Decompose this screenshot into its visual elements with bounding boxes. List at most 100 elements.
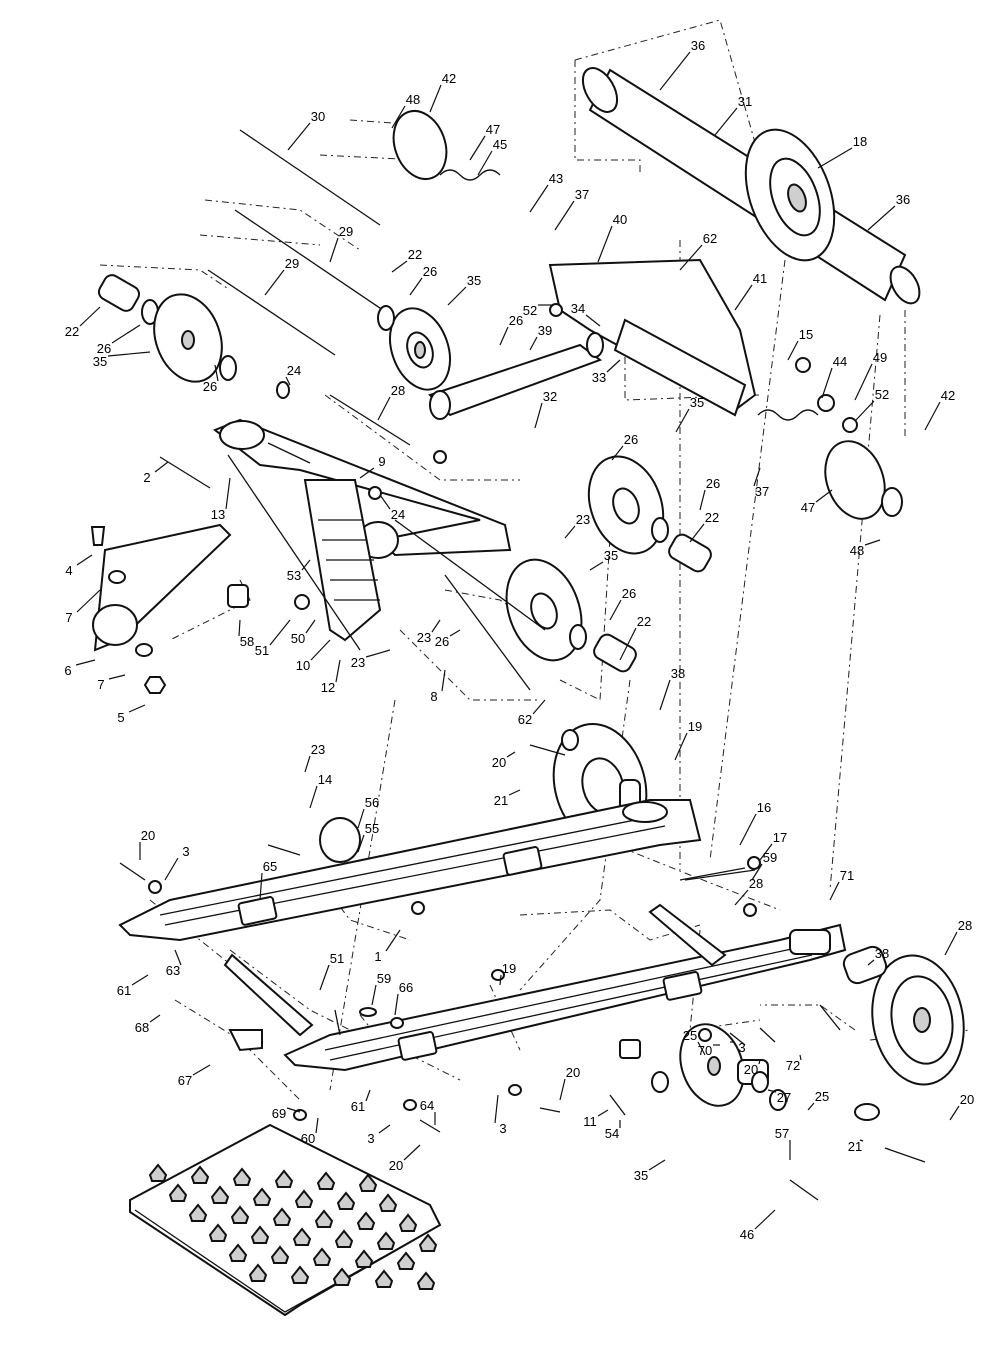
callout-leader: [469, 135, 486, 161]
callout-label: 26: [509, 313, 523, 328]
callout-leader: [534, 402, 543, 429]
callout-leader: [75, 659, 96, 666]
track-clip: [228, 1243, 248, 1262]
callout-leader: [529, 336, 538, 351]
callout-leader: [674, 732, 688, 761]
callout-leader: [174, 949, 182, 966]
callout-leader: [767, 1089, 777, 1093]
callout-label: 48: [406, 92, 420, 107]
track-clip: [358, 1173, 378, 1192]
track-clip: [374, 1269, 394, 1288]
callout-leader: [867, 205, 896, 231]
callout-label: 28: [749, 876, 763, 891]
callout-label: 3: [367, 1131, 374, 1146]
callout-leader: [754, 1209, 776, 1230]
callout-leader: [855, 400, 875, 421]
callout-leader: [214, 364, 219, 382]
track-clip: [334, 1229, 354, 1248]
track-clip: [252, 1187, 272, 1206]
callout-leader: [264, 269, 285, 296]
callout-leader: [759, 843, 773, 861]
callout-label: 51: [330, 951, 344, 966]
callout-label: 43: [549, 171, 563, 186]
callout-leader: [192, 1064, 211, 1076]
callout-leader: [648, 1159, 666, 1171]
callout-label: 52: [875, 387, 889, 402]
lower-rear-wheels: [619, 945, 965, 1121]
callout-leader: [309, 785, 318, 809]
callout-label: 36: [691, 38, 705, 53]
callout-label: 58: [240, 634, 254, 649]
callout-label: 48: [850, 543, 864, 558]
callout-label: 54: [605, 1126, 619, 1141]
callout-label: 20: [141, 828, 155, 843]
upper-idler-assembly: [97, 110, 451, 446]
callout-labels: 36 31 18 36 48 42 30 47 45 43 37 40 62 4…: [64, 38, 974, 1242]
callout-leader: [225, 477, 231, 510]
callout-leader: [554, 200, 575, 231]
callout-label: 36: [896, 192, 910, 207]
callout-label: 20: [566, 1065, 580, 1080]
callout-leader: [611, 445, 624, 461]
callout-label: 12: [321, 680, 335, 695]
callout-leader: [154, 461, 169, 473]
callout-leader: [304, 755, 311, 773]
callout-leader: [787, 340, 799, 361]
callout-label: 55: [365, 821, 379, 836]
track-clip: [274, 1169, 294, 1188]
track-clip: [292, 1227, 312, 1246]
callout-label: 64: [420, 1098, 434, 1113]
track-clip: [248, 1263, 268, 1282]
callout-label: 20: [744, 1062, 758, 1077]
callout-label: 52: [523, 303, 537, 318]
callout-leader: [924, 401, 941, 431]
callout-label: 21: [848, 1139, 862, 1154]
callout-label: 32: [543, 389, 557, 404]
callout-leader: [734, 889, 749, 906]
callout-label: 3: [499, 1121, 506, 1136]
callout-leader: [259, 872, 263, 901]
callout-leader: [319, 964, 330, 991]
callout-leader: [807, 1102, 815, 1111]
track-clip: [396, 1251, 416, 1270]
callout-leader: [403, 1144, 421, 1161]
callout-label: 65: [263, 859, 277, 874]
callout-label: 30: [311, 109, 325, 124]
callout-label: 37: [755, 484, 769, 499]
callout-label: 38: [875, 946, 889, 961]
callout-label: 46: [740, 1227, 754, 1242]
callout-label: 7: [65, 610, 72, 625]
track-clip: [168, 1183, 188, 1202]
track-clip: [354, 1249, 374, 1268]
callout-label: 20: [960, 1092, 974, 1107]
callout-leader: [335, 659, 341, 683]
track-clip: [416, 1271, 436, 1290]
callout-leader: [506, 751, 516, 758]
track-clip: [294, 1189, 314, 1208]
callout-label: 23: [311, 742, 325, 757]
callout-leader: [659, 679, 671, 711]
callout-label: 71: [840, 868, 854, 883]
callout-label: 3: [182, 844, 189, 859]
track-clip: [336, 1191, 356, 1210]
callout-label: 23: [576, 512, 590, 527]
callout-label: 61: [117, 983, 131, 998]
track-clip: [148, 1163, 168, 1182]
callout-leader: [564, 525, 576, 539]
track-clip: [398, 1213, 418, 1232]
callout-leader: [619, 627, 637, 661]
callout-label: 10: [296, 658, 310, 673]
callout-label: 40: [613, 212, 627, 227]
callout-leader: [164, 857, 179, 881]
callout-leader: [447, 286, 467, 306]
callout-leader: [301, 559, 311, 571]
callout-label: 4: [65, 563, 72, 578]
callout-leader: [441, 669, 446, 692]
callout-leader: [499, 326, 509, 346]
callout-leader: [76, 589, 101, 613]
callout-leader: [357, 834, 365, 853]
callout-leader: [689, 523, 705, 543]
callout-label: 19: [502, 961, 516, 976]
callout-label: 29: [339, 224, 353, 239]
track-clip: [418, 1233, 438, 1252]
